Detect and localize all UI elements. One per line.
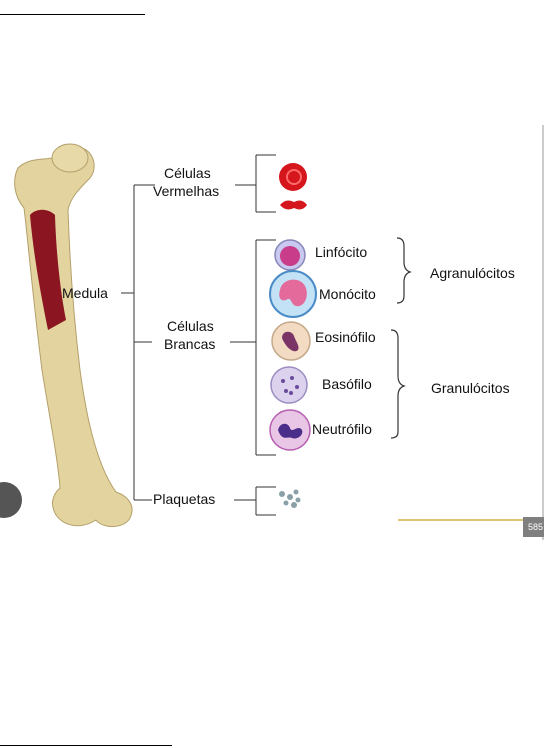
platelets-icon xyxy=(279,490,301,509)
agranulocytes-label: Agranulócitos xyxy=(430,265,515,281)
brace-granulocytes xyxy=(391,330,404,438)
white-cells-label-line1: Células xyxy=(167,318,214,334)
femur-shaft xyxy=(15,147,132,527)
eosinophil-icon xyxy=(272,322,310,360)
femur-head xyxy=(52,144,88,172)
basophil-icon xyxy=(271,367,307,403)
white-cells-label-line2: Brancas xyxy=(164,336,215,352)
red-blood-cell-side-icon xyxy=(280,201,307,210)
root-label: Medula xyxy=(62,285,108,301)
brace-agranulocytes xyxy=(397,238,410,303)
eosinophil-label: Eosinófilo xyxy=(315,329,376,345)
monocyte-icon xyxy=(270,271,316,317)
neutrophil-icon xyxy=(270,410,310,450)
red-blood-cell-icon xyxy=(279,163,307,191)
lymphocyte-label: Linfócito xyxy=(315,244,367,260)
red-cells-label-line1: Células xyxy=(164,165,211,181)
platelets-label: Plaquetas xyxy=(153,491,215,507)
basophil-label: Basófilo xyxy=(322,376,372,392)
red-cells-label-line2: Vermelhas xyxy=(153,183,219,199)
neutrophil-label: Neutrófilo xyxy=(312,421,372,437)
femur-bone-illustration xyxy=(15,144,132,527)
page-number-badge: 585 xyxy=(523,517,544,537)
monocyte-label: Monócito xyxy=(319,286,376,302)
granulocytes-label: Granulócitos xyxy=(431,380,510,396)
lymphocyte-icon xyxy=(275,240,305,270)
